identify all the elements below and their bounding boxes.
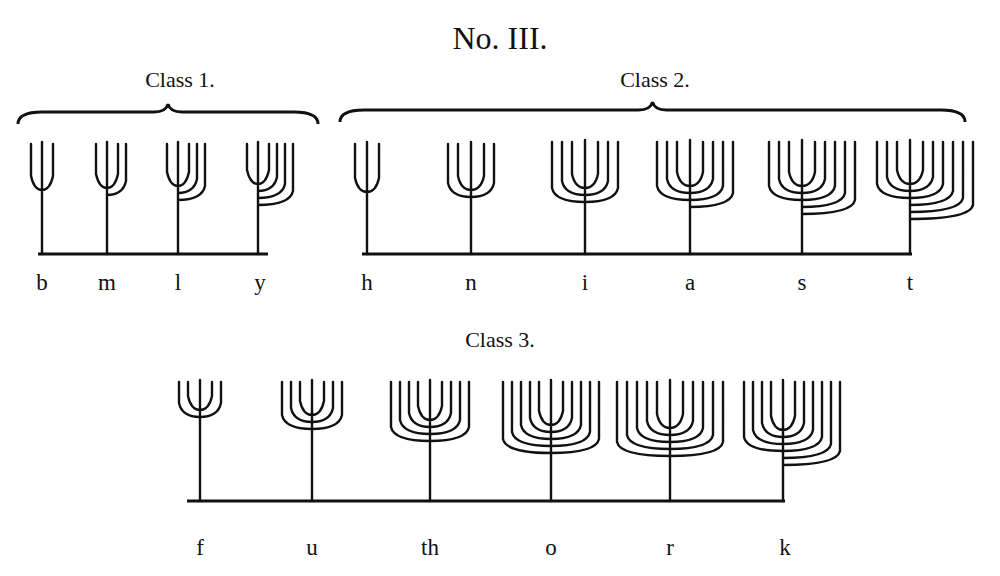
tree-rune [552, 140, 618, 254]
tree-rune [448, 142, 494, 254]
rune-letter: m [98, 270, 116, 296]
ground-line [38, 253, 268, 256]
tree-rune [617, 380, 723, 501]
rune-letter: u [306, 535, 318, 561]
tree-rune [503, 380, 599, 501]
tree-rune [31, 142, 53, 254]
ground-line [362, 253, 912, 256]
rune-letter: k [779, 535, 791, 561]
class-heading: Class 1. [145, 67, 215, 93]
rune-letter: h [361, 270, 373, 296]
rune-letter: f [196, 535, 204, 561]
tree-rune [179, 380, 221, 501]
rune-letter: th [421, 535, 439, 561]
tree-rune [355, 142, 379, 254]
rune-letter: r [666, 535, 674, 561]
tree-rune [96, 142, 126, 254]
rune-letter: s [798, 270, 807, 296]
tree-rune [282, 380, 342, 501]
brace [340, 102, 965, 122]
rune-letter: i [582, 270, 588, 296]
tree-rune [657, 140, 733, 254]
tree-rune [167, 142, 205, 254]
tree-rune [391, 380, 469, 501]
figure-title: No. III. [452, 20, 547, 57]
rune-letter: a [685, 270, 695, 296]
brace [18, 104, 318, 124]
rune-letter: n [465, 270, 477, 296]
tree-rune [744, 380, 840, 501]
tree-rune [769, 140, 855, 254]
rune-letter: t [907, 270, 913, 296]
tree-rune [877, 140, 973, 254]
rune-letter: l [175, 270, 181, 296]
rune-letter: b [36, 270, 48, 296]
rune-letter: y [254, 270, 266, 296]
rune-letter: o [545, 535, 557, 561]
ground-line [187, 500, 785, 503]
tree-rune [247, 142, 293, 254]
class-heading: Class 3. [465, 327, 535, 353]
class-heading: Class 2. [620, 67, 690, 93]
